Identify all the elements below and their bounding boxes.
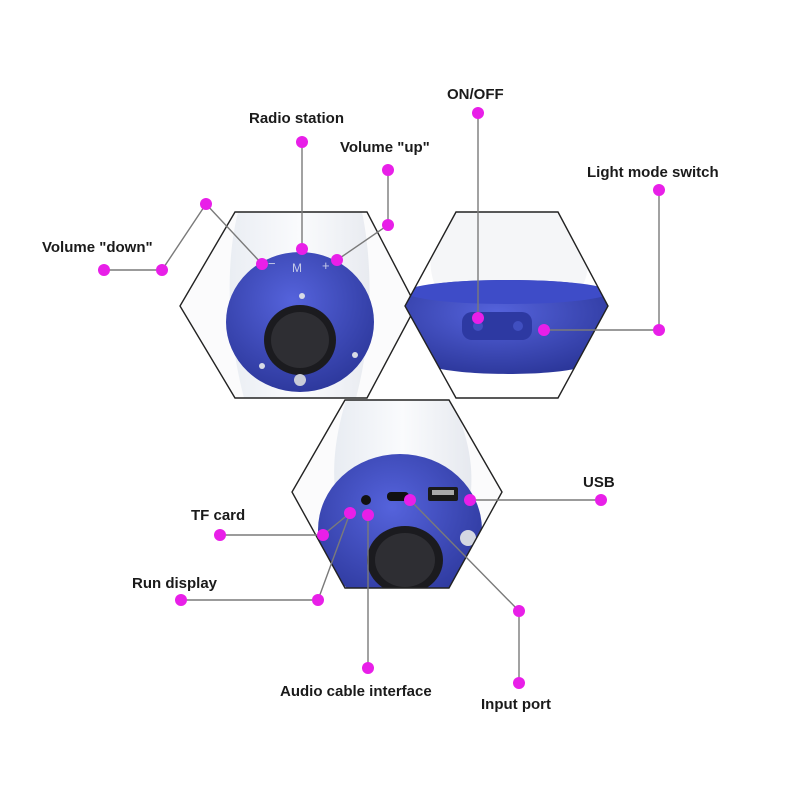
label-on-off: ON/OFF — [447, 86, 504, 103]
dot-volume-up-mid — [382, 219, 394, 231]
dot-light-mode-label — [653, 324, 665, 336]
dot-input-port — [404, 494, 416, 506]
leader-dots — [98, 107, 665, 689]
dot-volume-down-label — [98, 264, 110, 276]
label-volume-up: Volume "up" — [340, 139, 430, 156]
dot-radio-station-button — [296, 243, 308, 255]
view-speaker-buttons: − M + — [179, 211, 417, 399]
lamp-shade — [430, 212, 589, 290]
label-usb: USB — [583, 474, 615, 491]
dot-volume-down-top — [200, 198, 212, 210]
dot-volume-down-mid — [156, 264, 168, 276]
dot-input-port-mid — [513, 605, 525, 617]
dot-audio-cable-port — [362, 509, 374, 521]
audio-jack[interactable] — [361, 495, 371, 505]
label-radio-station: Radio station — [249, 110, 344, 127]
leader-lines — [104, 113, 660, 683]
dot-run-display-mid — [312, 594, 324, 606]
dot-volume-down-button — [256, 258, 268, 270]
dot-on-off-button — [472, 312, 484, 324]
dot-light-mode-label-top — [653, 184, 665, 196]
dot-on-off-label — [472, 107, 484, 119]
dot-input-port-label — [513, 677, 525, 689]
label-tf-card: TF card — [191, 507, 245, 524]
dot-usb-label — [595, 494, 607, 506]
dot-volume-up-label — [382, 164, 394, 176]
label-input-port: Input port — [481, 696, 551, 713]
label-volume-down: Volume "down" — [42, 239, 153, 256]
dot-audio-cable-label — [362, 662, 374, 674]
view-ports — [291, 399, 503, 589]
dot-volume-up-button — [331, 254, 343, 266]
view-lamp-base — [404, 211, 609, 399]
leader-volume-down — [104, 202, 263, 271]
dot-tf-card-label — [214, 529, 226, 541]
minus-button-glyph[interactable]: − — [268, 256, 276, 271]
dot-light-mode-button — [538, 324, 550, 336]
dot-usb-port — [464, 494, 476, 506]
micro-usb-port[interactable] — [387, 492, 409, 501]
dot-tf-card-port — [317, 529, 329, 541]
label-run-display: Run display — [132, 575, 218, 592]
plus-button-glyph[interactable]: + — [322, 258, 330, 273]
dot-run-display-label — [175, 594, 187, 606]
label-audio-cable-interface: Audio cable interface — [280, 683, 432, 700]
label-light-mode-switch: Light mode switch — [587, 164, 719, 181]
mode-button-glyph[interactable]: M — [292, 261, 302, 275]
dot-radio-station-label — [296, 136, 308, 148]
dot-run-display-led — [344, 507, 356, 519]
